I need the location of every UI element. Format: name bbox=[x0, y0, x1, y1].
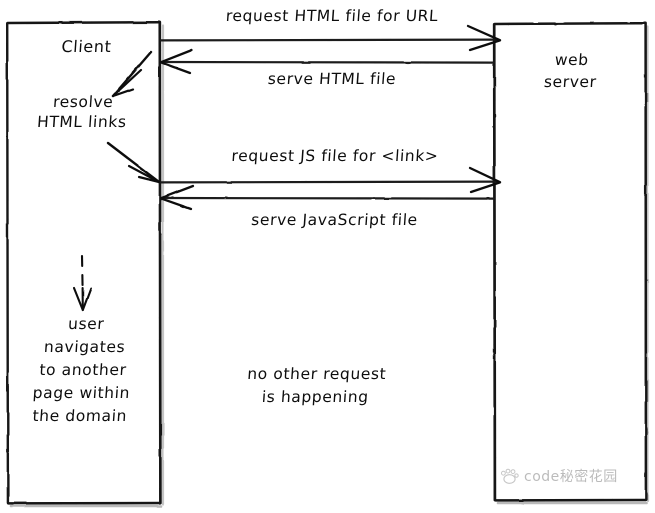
paw-logo-icon bbox=[501, 468, 519, 484]
message-label-serve-html: serve HTML file bbox=[267, 70, 397, 88]
arrow-request-html bbox=[159, 24, 502, 52]
message-label-serve-js: serve JavaScript file bbox=[250, 211, 419, 229]
arrow-request-js bbox=[159, 166, 502, 194]
server-box bbox=[492, 21, 649, 505]
arrow-resolve-to-request-js bbox=[106, 141, 161, 184]
watermark-text: code秘密花园 bbox=[524, 469, 618, 485]
center-note-no-other-request: no other request is happening bbox=[246, 365, 387, 407]
client-note-resolve-html-links: resolve HTML links bbox=[36, 93, 128, 132]
watermark: code秘密花园 bbox=[500, 466, 618, 486]
arrow-serve-html bbox=[159, 48, 496, 75]
client-box bbox=[6, 20, 165, 508]
arrow-to-resolve-links bbox=[111, 50, 153, 98]
message-label-request-html: request HTML file for URL bbox=[225, 7, 439, 25]
client-box-label: Client bbox=[60, 37, 113, 56]
client-note-user-navigates: user navigates to another page within th… bbox=[31, 315, 131, 425]
arrow-user-navigation-dashed bbox=[72, 254, 93, 312]
message-label-request-js: request JS file for <link> bbox=[230, 147, 440, 165]
server-box-label: web server bbox=[543, 51, 598, 92]
arrow-serve-js bbox=[159, 184, 496, 211]
